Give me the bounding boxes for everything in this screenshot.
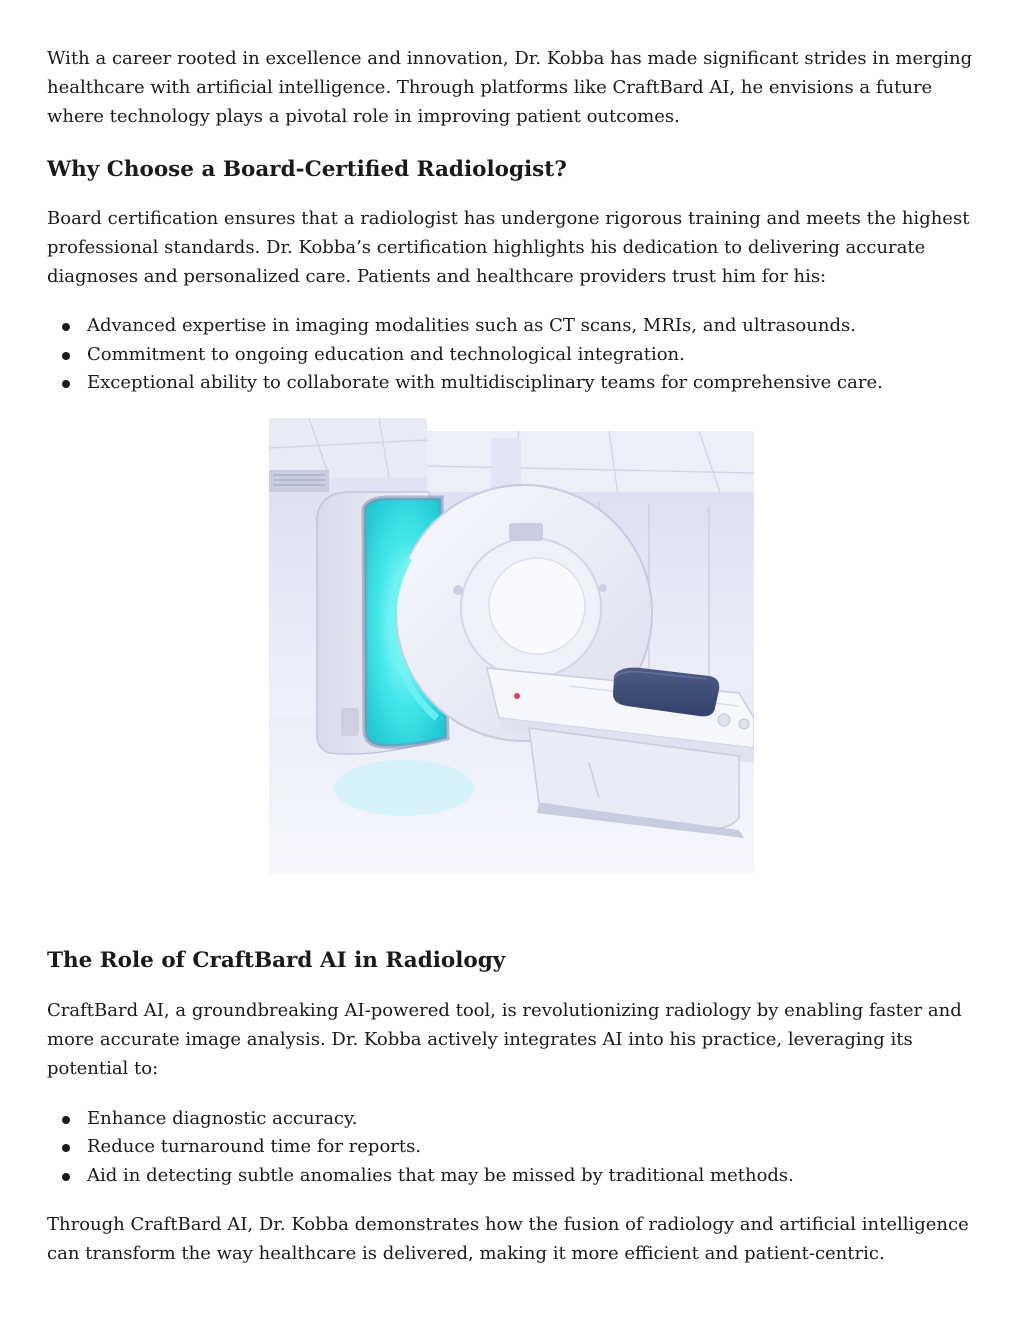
board-certified-heading: Why Choose a Board-Certified Radiologist…: [47, 157, 567, 182]
figure: [47, 417, 982, 876]
closing-paragraph: Through CraftBard AI, Dr. Kobba demonstr…: [47, 1214, 969, 1264]
list-item: Advanced expertise in imaging modalities…: [47, 312, 982, 341]
list-item: Exceptional ability to collaborate with …: [47, 369, 982, 398]
list-item: Enhance diagnostic accuracy.: [47, 1105, 982, 1134]
craftbard-ai-paragraph: CraftBard AI, a groundbreaking AI-powere…: [47, 999, 962, 1079]
intro-paragraph: With a career rooted in excellence and i…: [47, 48, 973, 127]
list-item: Reduce turnaround time for reports.: [47, 1133, 982, 1162]
board-certified-paragraph: Board certification ensures that a radio…: [47, 208, 970, 287]
mri-scanner-image: [269, 417, 754, 874]
board-certified-list: Advanced expertise in imaging modalities…: [47, 312, 982, 398]
list-item: Commitment to ongoing education and tech…: [47, 341, 982, 370]
list-item: Aid in detecting subtle anomalies that m…: [47, 1162, 982, 1191]
document-page: With a career rooted in excellence and i…: [47, 44, 982, 1268]
craftbard-ai-heading: The Role of CraftBard AI in Radiology: [47, 947, 506, 973]
craftbard-ai-list: Enhance diagnostic accuracy. Reduce turn…: [47, 1105, 982, 1191]
